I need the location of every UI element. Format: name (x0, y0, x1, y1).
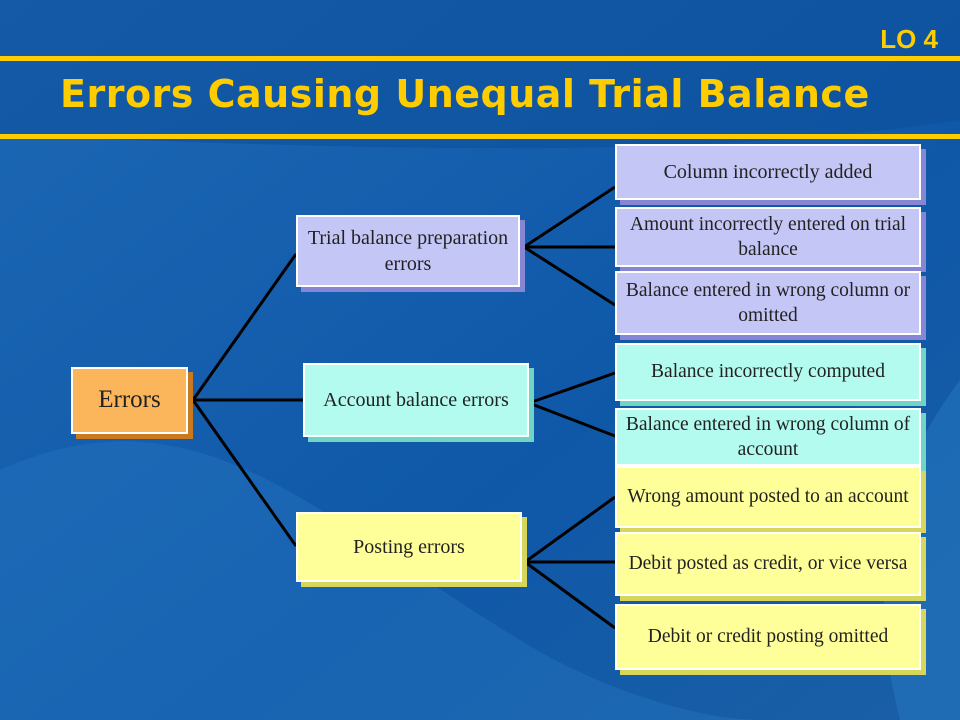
leaf-wrong-amount-posted: Wrong amount posted to an account (615, 466, 921, 528)
root-node-errors: Errors (71, 367, 188, 434)
leaf-balance-entered-wrong-column-or-omitted: Balance entered in wrong column or omitt… (615, 271, 921, 335)
connector-cat1-child1 (523, 185, 616, 249)
connector-cat1-child3 (523, 245, 616, 307)
leaf-debit-or-credit-posting-omitted: Debit or credit posting omitted (615, 604, 921, 670)
connector-cat2-child1 (528, 371, 616, 405)
connector-cat3-child3 (524, 560, 616, 630)
connector-cat2-child2 (528, 401, 616, 438)
connector-cat3-child1 (524, 495, 616, 564)
leaf-balance-entered-wrong-column-of-account: Balance entered in wrong column of accou… (615, 408, 921, 466)
leaf-amount-incorrectly-entered: Amount incorrectly entered on trial bala… (615, 207, 921, 267)
learning-objective-label: LO 4 (880, 24, 938, 54)
category-trial-balance-preparation-errors: Trial balance preparation errors (296, 215, 520, 287)
category-account-balance-errors: Account balance errors (303, 363, 529, 437)
leaf-balance-incorrectly-computed: Balance incorrectly computed (615, 343, 921, 401)
connector-root-cat3 (191, 399, 298, 547)
connector-root-cat1 (191, 253, 298, 401)
leaf-debit-posted-as-credit: Debit posted as credit, or vice versa (615, 532, 921, 596)
leaf-column-incorrectly-added: Column incorrectly added (615, 144, 921, 200)
slide-title: Errors Causing Unequal Trial Balance (60, 72, 870, 116)
category-posting-errors: Posting errors (296, 512, 522, 582)
